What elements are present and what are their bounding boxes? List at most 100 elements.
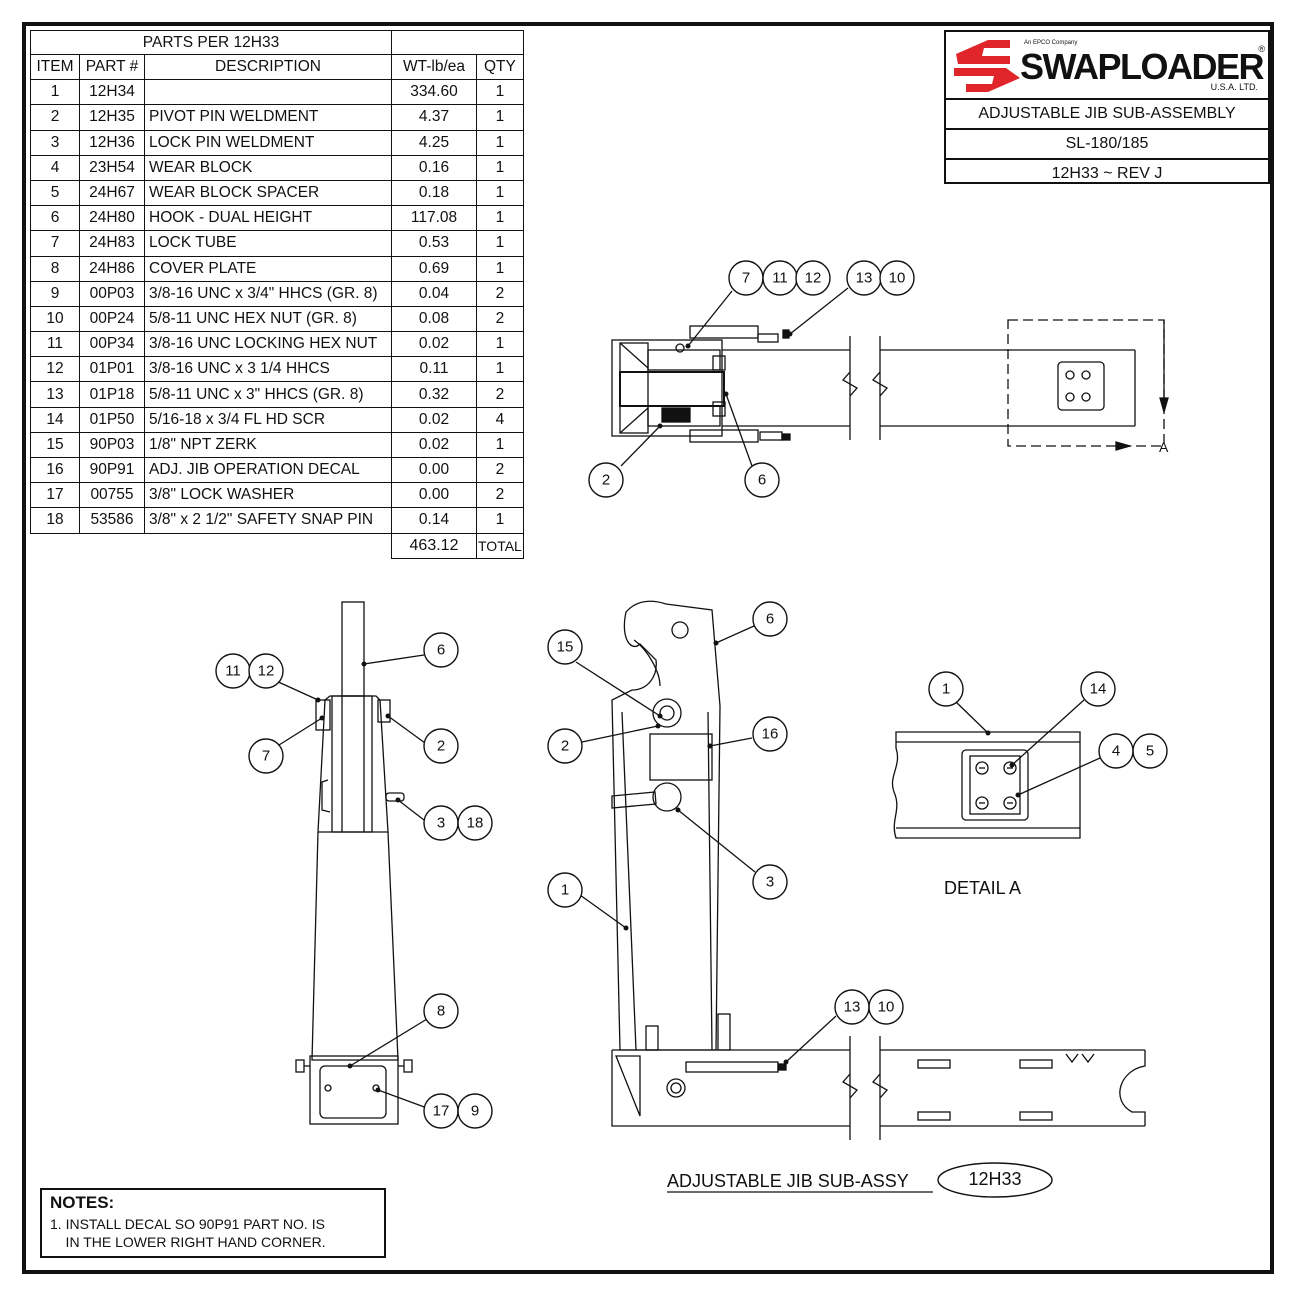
assembly-number: 12H33 (968, 1169, 1021, 1189)
parts-number-cell: 00P34 (79, 331, 145, 358)
parts-item-cell: 2 (30, 104, 80, 131)
balloon-4-detail: 4 (1112, 743, 1120, 760)
parts-qty-cell: 1 (476, 431, 524, 459)
balloon-7-top: 7 (742, 270, 750, 287)
parts-qty-cell: 1 (476, 179, 524, 207)
balloon-6-top: 6 (758, 472, 766, 489)
balloon-6-mid: 6 (766, 611, 774, 628)
balloon-3-left: 3 (437, 815, 445, 832)
item-balloons (215, 260, 1168, 1129)
parts-qty-cell: 1 (476, 507, 524, 534)
logo-name: SWAPLOADER (1020, 46, 1265, 87)
total-label: TOTAL (476, 532, 524, 559)
parts-item-cell: 5 (30, 179, 80, 207)
balloon-8-left: 8 (437, 1003, 445, 1020)
side-view (295, 601, 413, 1125)
notes-heading: NOTES: (50, 1193, 115, 1212)
balloon-16-mid: 16 (762, 726, 779, 743)
header-qty: QTY (476, 53, 524, 81)
parts-qty-cell: 1 (476, 331, 524, 358)
parts-table: PARTS PER 12H33 ITEM PART # DESCRIPTION … (30, 30, 524, 559)
balloon-10-mid: 10 (878, 999, 895, 1016)
balloon-2-top: 2 (602, 472, 610, 489)
parts-description-cell: HOOK - DUAL HEIGHT (144, 205, 392, 232)
balloon-13-mid: 13 (844, 999, 861, 1016)
drawing-border (22, 22, 1274, 1274)
detail-a-label: DETAIL A (944, 878, 1021, 898)
parts-table-total-row: 463.12 TOTAL (31, 532, 524, 559)
balloon-9-left: 9 (471, 1103, 479, 1120)
parts-number-cell: 24H80 (79, 205, 145, 232)
balloon-12-left: 12 (258, 663, 275, 680)
parts-description-cell: COVER PLATE (144, 255, 392, 282)
parts-weight-cell: 334.60 (391, 79, 477, 106)
parts-weight-cell: 0.32 (391, 381, 477, 408)
parts-item-cell: 1 (30, 79, 80, 106)
parts-number-cell: 90P03 (79, 431, 145, 459)
logo-tagline: An EPCO Company (1024, 40, 1078, 46)
parts-number-cell: 01P18 (79, 381, 145, 408)
parts-description-cell: 5/8-11 UNC HEX NUT (GR. 8) (144, 305, 392, 333)
leader-arrowheads (315, 331, 1021, 1093)
balloon-11-left: 11 (225, 663, 241, 680)
leader-lines (273, 287, 1101, 1109)
parts-item-cell: 8 (30, 255, 80, 282)
notes-text: 1. INSTALL DECAL SO 90P91 PART NO. IS IN… (50, 1216, 326, 1250)
logo-mark-icon (954, 40, 1020, 92)
parts-weight-cell: 0.18 (391, 179, 477, 207)
parts-number-cell: 24H86 (79, 255, 145, 282)
balloon-2-left: 2 (437, 738, 445, 755)
parts-weight-cell: 0.53 (391, 230, 477, 257)
parts-description-cell: 5/8-11 UNC x 3" HHCS (GR. 8) (144, 381, 392, 408)
parts-weight-cell: 0.14 (391, 507, 477, 534)
parts-item-cell: 6 (30, 205, 80, 232)
drawing-number-rev: 12H33 ~ REV J (1051, 165, 1163, 182)
parts-number-cell: 53586 (79, 507, 145, 534)
parts-item-cell: 9 (30, 280, 80, 307)
header-item: ITEM (30, 53, 80, 81)
detail-a-view (891, 731, 1081, 839)
parts-qty-cell: 2 (476, 280, 524, 307)
parts-item-cell: 10 (30, 305, 80, 333)
balloon-7-left: 7 (262, 748, 270, 765)
view-a-label: A (1159, 439, 1169, 455)
balloon-15-mid: 15 (557, 639, 574, 656)
parts-description-cell: LOCK PIN WELDMENT (144, 129, 392, 156)
balloon-14-detail: 14 (1090, 681, 1107, 698)
parts-item-cell: 18 (30, 507, 80, 534)
drawing-model: SL-180/185 (946, 130, 1268, 160)
parts-table-title-cont (391, 30, 524, 55)
title-block: An EPCO Company SWAPLOADER ® U.S.A. LTD.… (944, 30, 1270, 184)
parts-weight-cell: 4.37 (391, 104, 477, 131)
parts-weight-cell: 0.04 (391, 280, 477, 307)
balloon-10-top: 10 (889, 270, 906, 287)
parts-description-cell: WEAR BLOCK SPACER (144, 179, 392, 207)
parts-number-cell: 24H83 (79, 230, 145, 257)
parts-weight-cell: 0.16 (391, 154, 477, 181)
logo-registered: ® (1258, 44, 1265, 54)
front-view (611, 600, 1146, 1140)
drawing-title: ADJUSTABLE JIB SUB-ASSEMBLY (946, 100, 1268, 130)
balloon-12-top: 12 (805, 270, 822, 287)
header-description: DESCRIPTION (144, 53, 392, 81)
parts-description-cell (144, 79, 392, 106)
parts-number-cell: 12H36 (79, 129, 145, 156)
top-view (611, 319, 1169, 451)
parts-description-cell: 1/8" NPT ZERK (144, 431, 392, 459)
parts-number-cell: 00P24 (79, 305, 145, 333)
total-weight: 463.12 (391, 532, 477, 559)
parts-qty-cell: 1 (476, 205, 524, 232)
balloon-17-left: 17 (433, 1103, 450, 1120)
